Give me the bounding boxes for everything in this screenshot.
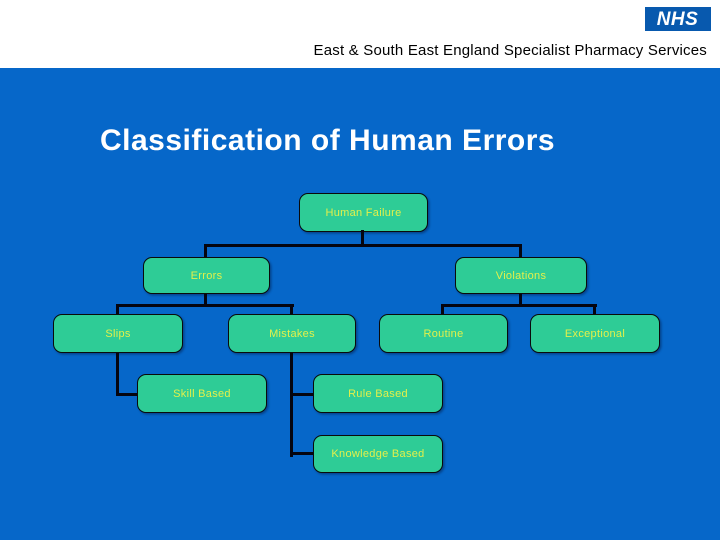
connector-slips-drop — [116, 353, 119, 396]
node-rule-based: Rule Based — [313, 374, 443, 413]
nhs-logo-text: NHS — [656, 8, 699, 30]
connector-drop-slips — [116, 307, 119, 314]
node-skill-based: Skill Based — [137, 374, 267, 413]
node-mistakes: Mistakes — [228, 314, 356, 353]
connector-elbow-knowledgebased — [290, 452, 313, 455]
header-bar: NHS East & South East England Specialist… — [0, 0, 720, 68]
connector-elbow-rulebased — [290, 393, 313, 396]
connector-drop-errors — [204, 247, 207, 257]
connector-errors-crossbar — [116, 304, 294, 307]
connector-drop-mistakes — [290, 307, 293, 314]
connector-drop-exceptional — [593, 307, 596, 314]
connector-level2-crossbar — [204, 244, 522, 247]
connector-mistakes-drop — [290, 353, 293, 457]
connector-elbow-skillbased — [116, 393, 137, 396]
slide-title: Classification of Human Errors — [100, 124, 556, 157]
node-slips: Slips — [53, 314, 183, 353]
connector-drop-violations — [519, 247, 522, 257]
connector-errors-riser — [204, 294, 207, 304]
connector-drop-routine — [441, 307, 444, 314]
node-routine: Routine — [379, 314, 508, 353]
connector-violations-crossbar — [441, 304, 597, 307]
connector-humanfailure-riser — [361, 230, 364, 244]
nhs-logo: NHS — [645, 7, 711, 31]
node-human-failure: Human Failure — [299, 193, 428, 232]
node-violations: Violations — [455, 257, 587, 294]
node-errors: Errors — [143, 257, 270, 294]
node-exceptional: Exceptional — [530, 314, 660, 353]
connector-violations-riser — [519, 294, 522, 304]
organisation-name: East & South East England Specialist Pha… — [313, 42, 707, 59]
node-knowledge-based: Knowledge Based — [313, 435, 443, 473]
